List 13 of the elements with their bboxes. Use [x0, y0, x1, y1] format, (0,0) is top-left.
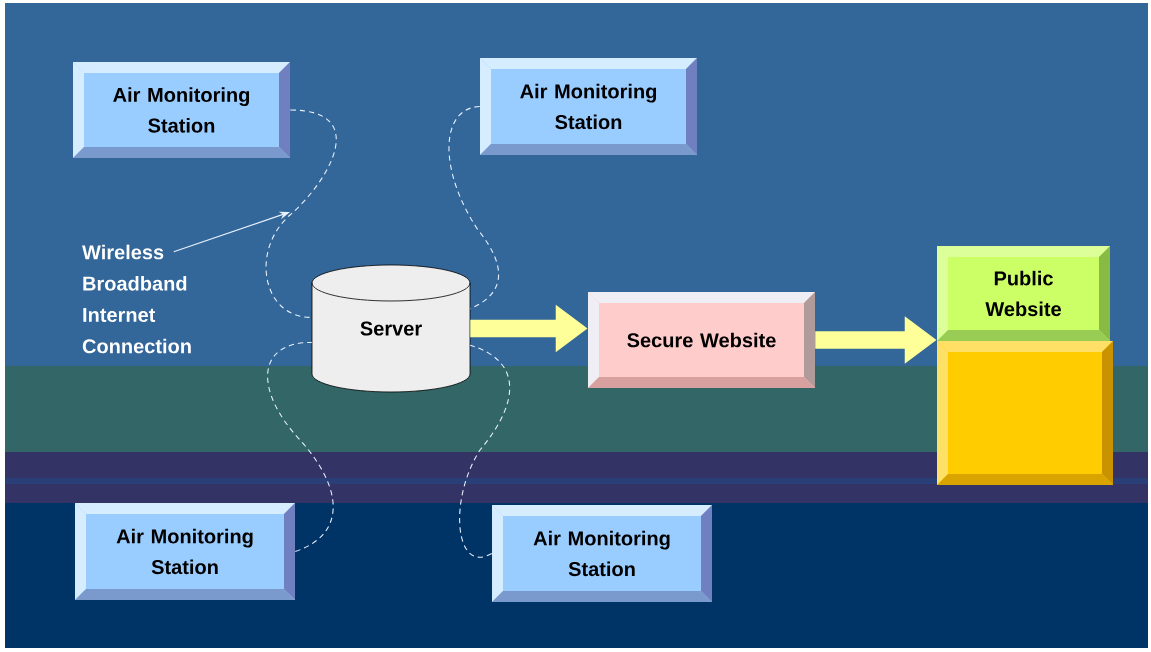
wireless-link — [459, 344, 511, 558]
station-box: Air Monitoring Station — [480, 58, 697, 155]
connection-label: Wireless Broadband Internet Connection — [82, 244, 191, 354]
station-box: Air Monitoring Station — [492, 505, 712, 602]
wireless-link — [265, 109, 337, 318]
website-box: Secure Website — [588, 292, 815, 388]
website-box — [937, 341, 1113, 485]
server-cylinder: Server — [311, 264, 471, 393]
wireless-link — [448, 105, 500, 310]
wireless-link — [267, 341, 334, 553]
station-box: Air Monitoring Station — [73, 62, 290, 158]
website-box: Public Website — [937, 246, 1110, 341]
station-box: Air Monitoring Station — [75, 503, 295, 600]
